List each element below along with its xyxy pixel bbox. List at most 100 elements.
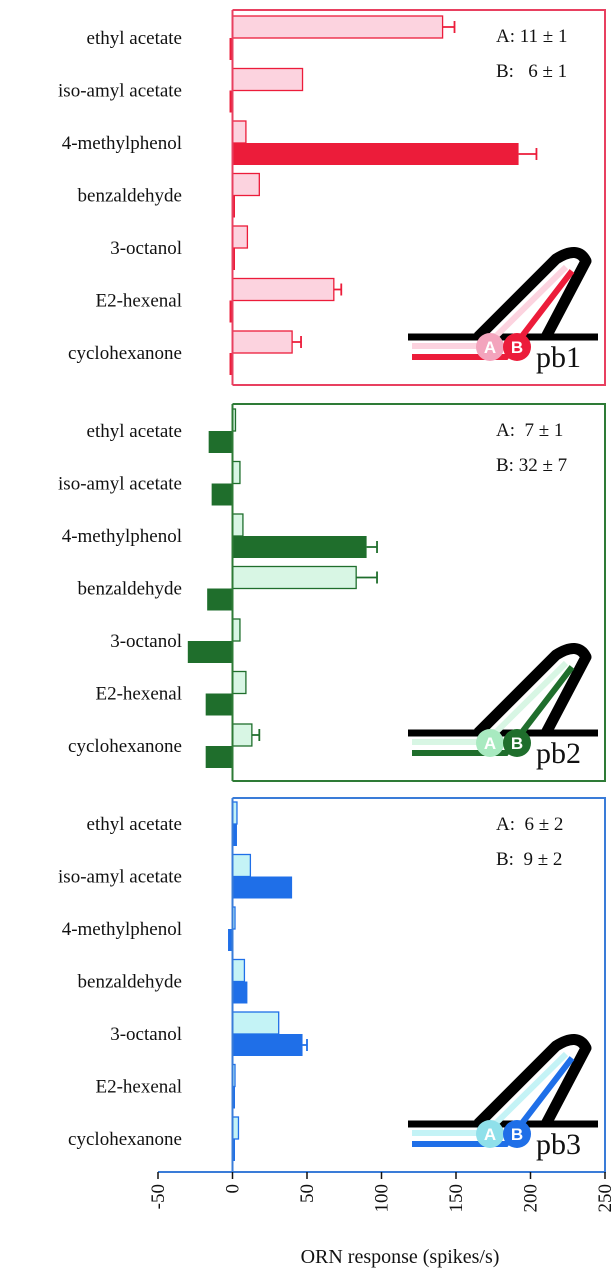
panel-frame	[232, 9, 606, 386]
bar-B-4	[232, 248, 235, 270]
x-tick-label: -50	[148, 1184, 169, 1209]
error-bar-B-2	[518, 148, 538, 160]
x-tick-label: 200	[521, 1184, 542, 1213]
x-tick-label: 150	[446, 1184, 467, 1213]
category-label: iso-amyl acetate	[58, 867, 182, 888]
bar-A-2	[231, 120, 247, 144]
stat-a: A: 7 ± 1	[496, 420, 563, 441]
neuron-a-soma	[476, 333, 504, 361]
stat-b: B: 32 ± 7	[496, 455, 567, 476]
panel-name-label: pb2	[536, 737, 581, 770]
bar-B-4	[232, 1034, 303, 1056]
error-bar-A-3	[356, 571, 378, 584]
bar-B-3	[232, 195, 235, 218]
bar-B-5	[232, 1086, 235, 1109]
category-label: iso-amyl acetate	[58, 81, 182, 102]
dendrite-b	[412, 1056, 575, 1147]
sensillum-outline	[474, 247, 592, 341]
dendrite-b	[412, 269, 575, 360]
bar-B-0	[232, 824, 237, 846]
bar-A-3	[231, 565, 357, 590]
neuron-a-label: A	[484, 1125, 496, 1144]
bar-B-4	[187, 641, 233, 663]
sensillum-outline	[474, 643, 592, 737]
category-label: ethyl acetate	[87, 814, 182, 835]
stat-a: A: 6 ± 2	[496, 814, 563, 835]
category-label: ethyl acetate	[87, 421, 182, 442]
bar-B-2	[232, 536, 367, 558]
bar-A-2	[231, 513, 244, 537]
stat-b: B: 9 ± 2	[496, 849, 562, 870]
x-tick-label: 0	[223, 1184, 244, 1194]
bar-A-5	[231, 277, 335, 302]
neuron-a-label: A	[484, 338, 496, 357]
category-label: 4-methylphenol	[62, 526, 182, 547]
category-label: E2-hexenal	[95, 291, 182, 312]
error-bar-A-0	[442, 21, 456, 33]
bar-B-3	[232, 981, 248, 1004]
bar-A-3	[231, 958, 246, 983]
bar-A-4	[231, 618, 241, 642]
x-tick-label: 50	[297, 1184, 318, 1203]
category-label: E2-hexenal	[95, 1077, 182, 1098]
category-label: benzaldehyde	[78, 186, 182, 207]
bar-A-4	[231, 1011, 280, 1035]
bar-B-1	[229, 90, 233, 113]
x-tick-label: 250	[595, 1184, 612, 1213]
panel-pb1: ethyl acetate iso-amyl acetate 4-methylphe…	[58, 9, 606, 386]
bar-B-1	[232, 876, 293, 899]
category-label: E2-hexenal	[95, 684, 182, 705]
neuron-a-soma	[476, 729, 504, 757]
category-label: ethyl acetate	[87, 28, 182, 49]
bar-A-1	[231, 853, 252, 878]
stat-b: B: 6 ± 1	[496, 61, 567, 82]
bar-A-6	[231, 330, 293, 354]
bar-A-4	[231, 225, 249, 249]
dendrite-b	[412, 665, 575, 756]
bar-B-3	[207, 588, 233, 611]
bar-B-6	[232, 1139, 235, 1161]
category-label: benzaldehyde	[78, 579, 182, 600]
neuron-b-label: B	[511, 338, 523, 357]
bar-A-3	[231, 172, 260, 197]
bar-A-6	[231, 723, 253, 747]
category-label: 3-octanol	[110, 631, 182, 652]
panel-frame	[232, 403, 606, 782]
bar-B-6	[229, 353, 233, 375]
bar-B-2	[228, 929, 233, 951]
bar-B-0	[229, 38, 233, 60]
bar-A-1	[231, 67, 304, 92]
category-label: 3-octanol	[110, 238, 182, 259]
neuron-b-label: B	[511, 1125, 523, 1144]
panel-name-label: pb1	[536, 341, 581, 374]
category-label: cyclohexanone	[68, 1129, 182, 1150]
bar-B-0	[208, 431, 233, 453]
bar-A-0	[231, 15, 444, 39]
category-label: benzaldehyde	[78, 972, 182, 993]
category-label: 4-methylphenol	[62, 919, 182, 940]
bar-B-5	[205, 693, 233, 716]
bar-A-5	[231, 670, 247, 695]
x-axis-title: ORN response (spikes/s)	[301, 1246, 500, 1268]
error-bar-B-4	[302, 1039, 308, 1051]
bar-B-5	[229, 300, 233, 323]
panel-pb3: ethyl acetate iso-amyl acetate 4-methylphe…	[58, 797, 606, 1173]
bar-B-6	[205, 746, 233, 768]
neuron-b-soma	[503, 729, 531, 757]
sensillum-outline	[474, 1034, 592, 1128]
bar-A-1	[231, 460, 241, 485]
category-label: 4-methylphenol	[62, 133, 182, 154]
category-label: 3-octanol	[110, 1024, 182, 1045]
bar-B-2	[232, 143, 519, 165]
panel-name-label: pb3	[536, 1128, 581, 1161]
neuron-a-soma	[476, 1120, 504, 1148]
stat-a: A: 11 ± 1	[496, 26, 567, 47]
neuron-b-soma	[503, 1120, 531, 1148]
error-bar-A-6	[292, 336, 302, 348]
error-bar-A-5	[333, 283, 343, 296]
